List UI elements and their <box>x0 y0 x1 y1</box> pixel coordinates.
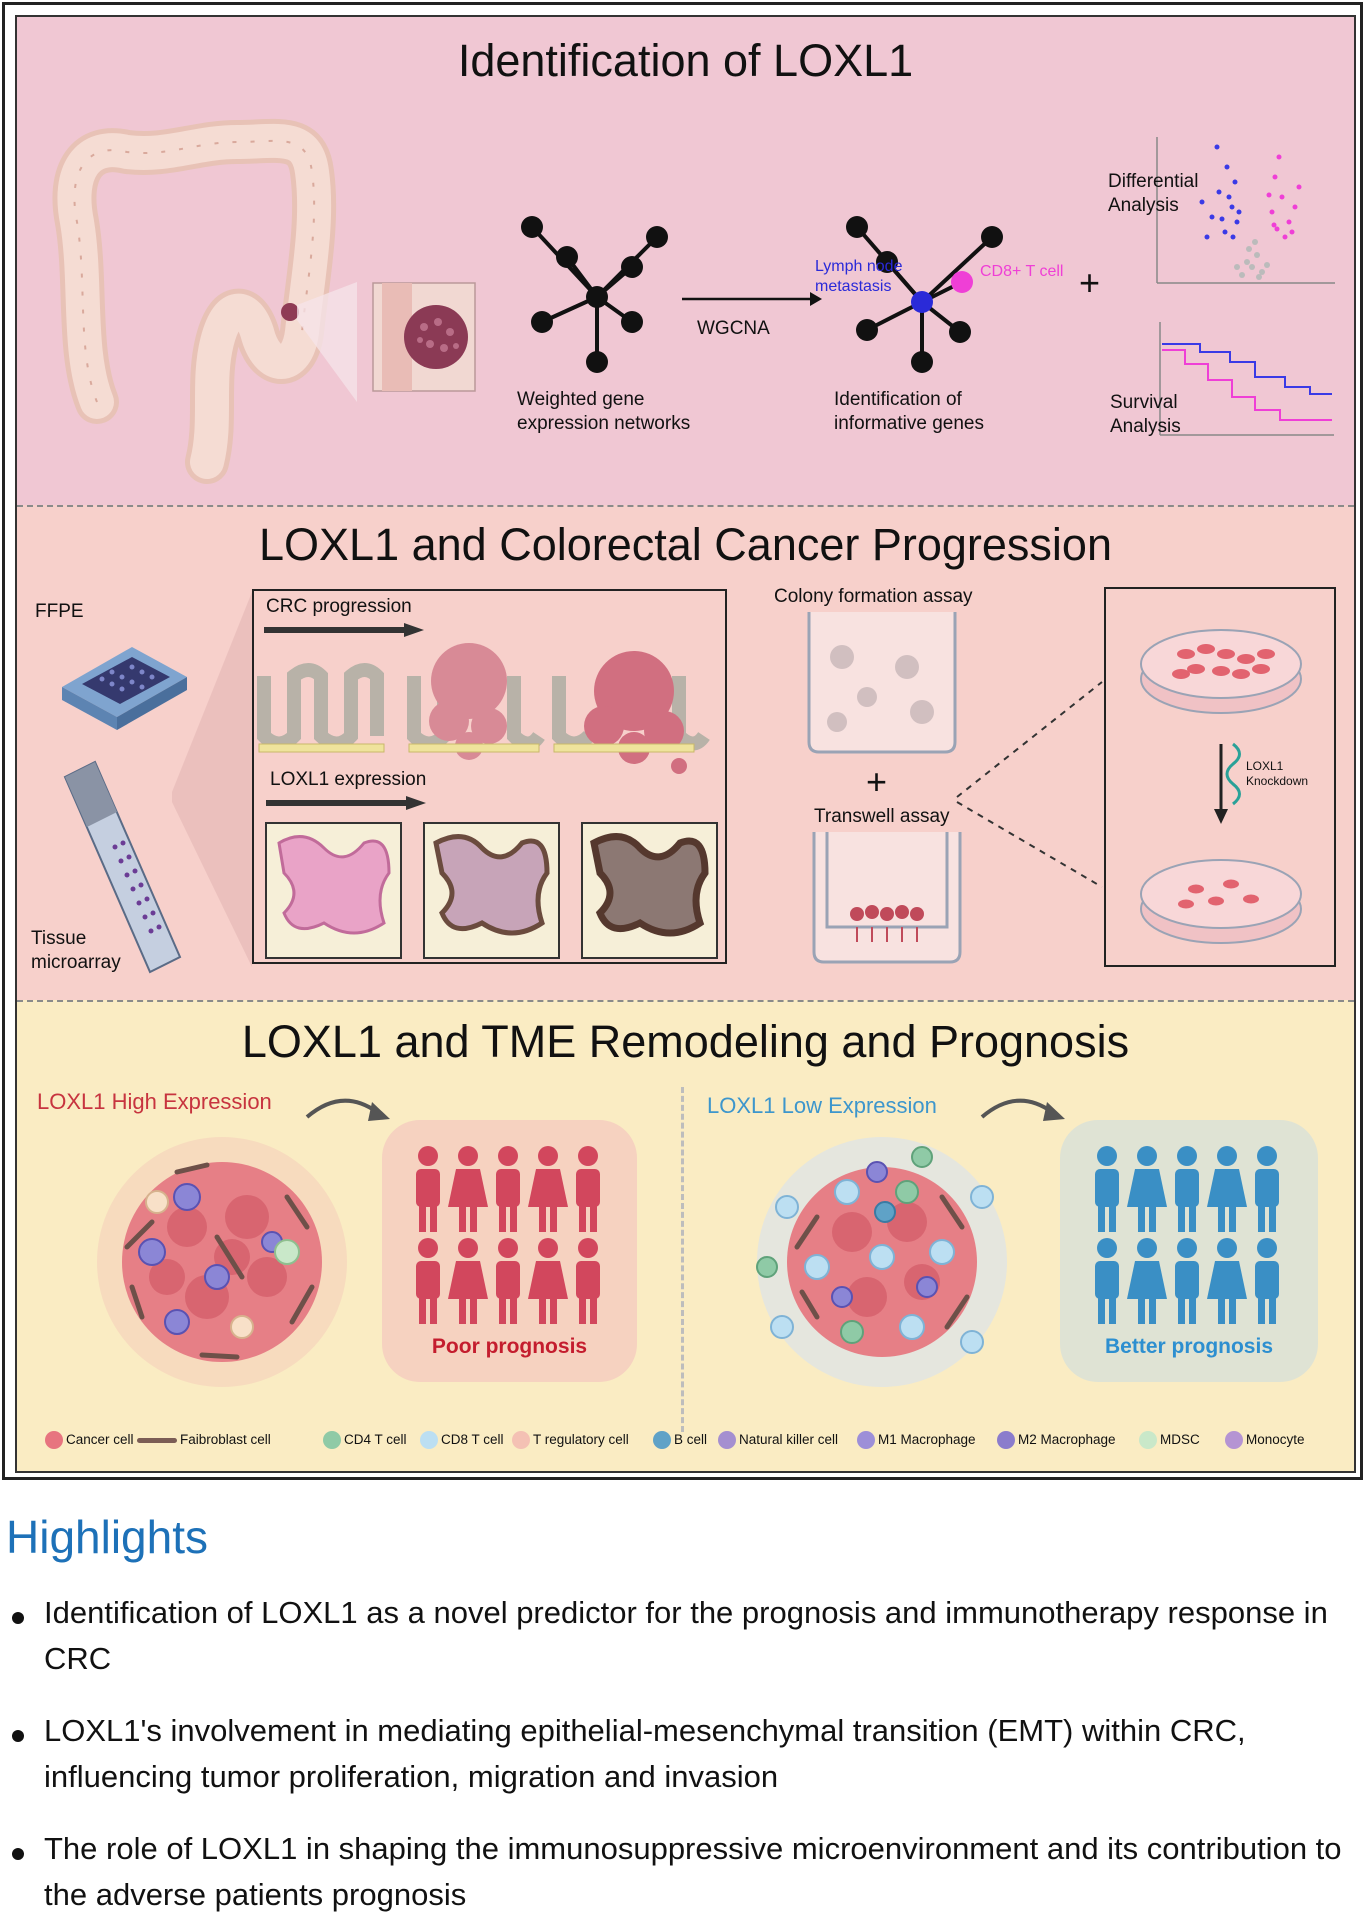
survival-curve-icon <box>1159 322 1334 436</box>
highlight-item-3: The role of LOXL1 in shaping the immunos… <box>44 1831 1342 1912</box>
natural-killer-cell-icon <box>718 1431 736 1450</box>
patients-icon-poor <box>416 1146 600 1324</box>
panel-progression: LOXL1 and Colorectal Cancer Progression … <box>17 505 1354 1002</box>
ffpe-block-icon <box>62 647 187 730</box>
high-expression-label: LOXL1 High Expression <box>37 1089 272 1114</box>
lymph-node-label: Lymph node metastasis <box>815 258 903 295</box>
poor-prognosis-card: Poor prognosis <box>382 1120 637 1382</box>
ihc-staining-panels <box>265 822 718 959</box>
patients-icon-better <box>1095 1146 1279 1324</box>
crypt-stages-illustration <box>257 643 710 774</box>
crc-progression-label: CRC progression <box>266 596 412 617</box>
knockdown-box: LOXL1 Knockdown <box>1104 587 1336 967</box>
mdsc-icon <box>1139 1431 1157 1450</box>
differential-analysis-label: Differential Analysis <box>1108 171 1199 216</box>
knockdown-arrow-icon <box>1214 742 1241 824</box>
transwell-icon <box>812 832 962 964</box>
cell-legend: Cancer cell Faibroblast cell CD4 T cell … <box>45 1427 1335 1457</box>
network-caption: Weighted gene expression networks <box>517 389 691 434</box>
bullet-icon <box>12 1848 24 1860</box>
legend-item-treg: T regulatory cell <box>512 1427 629 1453</box>
bullet-icon <box>12 1612 24 1624</box>
poor-prognosis-label: Poor prognosis <box>431 1335 588 1358</box>
informative-caption: Identification of informative genes <box>834 389 984 434</box>
panel-tme: LOXL1 and TME Remodeling and Prognosis L… <box>17 1000 1354 1471</box>
cd4-t-cell-icon <box>323 1431 341 1450</box>
t-regulatory-cell-icon <box>512 1431 530 1450</box>
legend-item-b-cell: B cell <box>653 1427 707 1453</box>
curved-arrow-low <box>980 1098 1065 1121</box>
legend-item-monocyte: Monocyte <box>1225 1427 1305 1453</box>
tumor-high-illustration <box>97 1137 347 1387</box>
tissue-microarray-label: Tissue microarray <box>31 928 121 973</box>
colony-well-icon <box>807 612 957 754</box>
plus-sign: + <box>1079 262 1101 303</box>
legend-item-m1: M1 Macrophage <box>857 1427 976 1453</box>
panel-title: LOXL1 and Colorectal Cancer Progression <box>259 519 1112 570</box>
b-cell-icon <box>653 1431 671 1450</box>
ffpe-label: FFPE <box>35 601 84 622</box>
tumor-closeup <box>372 282 476 392</box>
better-prognosis-label: Better prognosis <box>1104 1335 1274 1358</box>
panel-identification: Identification of LOXL1 Weighted gene ex… <box>17 17 1354 505</box>
m1-macrophage-icon <box>857 1431 875 1450</box>
highlights-title: Highlights <box>6 1511 208 1563</box>
bullet-icon <box>12 1730 24 1742</box>
colon-illustration <box>52 118 357 484</box>
dashed-connector <box>956 681 1103 888</box>
wgcna-label: WGCNA <box>697 318 770 339</box>
knockdown-label: LOXL1 Knockdown <box>1246 759 1309 788</box>
legend-item-m2: M2 Macrophage <box>997 1427 1116 1453</box>
progression-arrow <box>264 623 424 637</box>
tumor-spot <box>281 303 299 321</box>
progression-box: CRC progression LOXL1 expression <box>252 589 727 964</box>
volcano-plot-icon <box>1156 137 1335 284</box>
curved-arrow-high <box>305 1098 390 1121</box>
zoom-cone <box>172 592 252 967</box>
highlight-item-2: LOXL1's involvement in mediating epithel… <box>44 1713 1246 1794</box>
wgcna-arrow <box>682 292 822 306</box>
colony-assay-label: Colony formation assay <box>774 586 973 607</box>
fibroblast-icon <box>137 1437 177 1443</box>
graphical-abstract-frame: Identification of LOXL1 Weighted gene ex… <box>2 2 1363 1480</box>
tumor-low-illustration <box>756 1137 1007 1387</box>
cd8-label: CD8+ T cell <box>980 263 1064 280</box>
loxl1-expression-label: LOXL1 expression <box>270 769 427 790</box>
legend-item-fibroblast: Faibroblast cell <box>137 1427 271 1453</box>
monocyte-icon <box>1225 1431 1243 1450</box>
highlight-item-1: Identification of LOXL1 as a novel predi… <box>44 1595 1328 1676</box>
cd8-t-cell-icon <box>420 1431 438 1450</box>
low-expression-label: LOXL1 Low Expression <box>707 1093 937 1118</box>
divider <box>681 1087 684 1432</box>
legend-item-cancer-cell: Cancer cell <box>45 1427 134 1453</box>
survival-analysis-label: Survival Analysis <box>1110 392 1181 437</box>
panel-title: LOXL1 and TME Remodeling and Prognosis <box>241 1016 1130 1067</box>
legend-item-cd8: CD8 T cell <box>420 1427 504 1453</box>
panel-title: Identification of LOXL1 <box>457 35 914 86</box>
petri-dish-knockdown-icon <box>1140 859 1302 944</box>
plus-sign: + <box>866 761 888 802</box>
better-prognosis-card: Better prognosis <box>1060 1120 1318 1382</box>
cancer-cell-icon <box>45 1431 63 1450</box>
m2-macrophage-icon <box>997 1431 1015 1450</box>
legend-item-cd4: CD4 T cell <box>323 1427 407 1453</box>
legend-item-mdsc: MDSC <box>1139 1427 1200 1453</box>
expression-arrow <box>266 796 426 810</box>
informative-network-icon <box>846 216 1003 373</box>
legend-item-nk: Natural killer cell <box>718 1427 838 1453</box>
transwell-assay-label: Transwell assay <box>814 806 950 827</box>
tissue-microarray-slide-icon <box>63 760 182 974</box>
gene-network-icon <box>521 216 668 373</box>
graphical-abstract: Identification of LOXL1 Weighted gene ex… <box>15 15 1356 1473</box>
petri-dish-control-icon <box>1140 629 1302 714</box>
